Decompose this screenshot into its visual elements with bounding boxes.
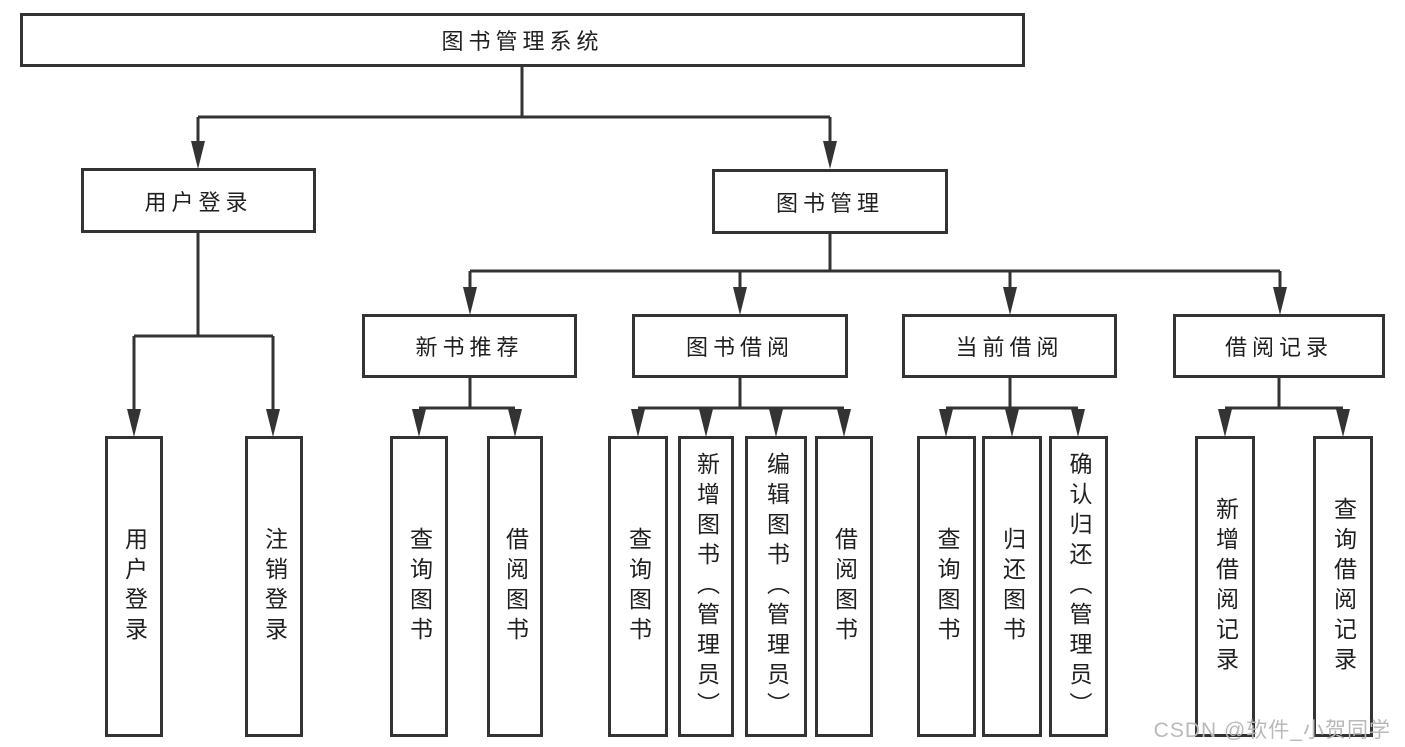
node-root-label: 图书管理系统 <box>441 29 604 54</box>
node-new-book-recommend-label: 新书推荐 <box>415 335 524 360</box>
leaf-records-query-label: 查询借阅记录 <box>1330 496 1357 677</box>
node-root: 图书管理系统 <box>20 13 1025 67</box>
node-current-borrow: 当前借阅 <box>902 314 1117 378</box>
leaf-logout: 注销登录 <box>245 436 303 737</box>
node-book-management-label: 图书管理 <box>775 190 884 216</box>
node-new-book-recommend: 新书推荐 <box>362 314 577 378</box>
node-book-borrow: 图书借阅 <box>632 314 848 378</box>
leaf-user-login: 用户登录 <box>105 436 163 737</box>
leaf-borrow-borrow-book-label: 借阅图书 <box>831 526 858 647</box>
leaf-current-confirm-return-label: 确认归还（管理员） <box>1066 451 1092 722</box>
leaf-newbook-query-label: 查询图书 <box>406 526 433 647</box>
leaf-records-add-label: 新增借阅记录 <box>1212 496 1239 677</box>
node-current-borrow-label: 当前借阅 <box>955 335 1064 360</box>
leaf-current-query-label: 查询图书 <box>934 526 960 647</box>
csdn-watermark: CSDN @软件_小贺同学 <box>1153 719 1391 742</box>
node-book-borrow-label: 图书借阅 <box>685 335 794 360</box>
leaf-newbook-query: 查询图书 <box>390 436 448 737</box>
leaf-current-return-label: 归还图书 <box>999 526 1026 647</box>
leaf-borrow-add-book: 新增图书（管理员） <box>678 436 734 737</box>
leaf-user-login-label: 用户登录 <box>121 526 148 647</box>
leaf-current-query: 查询图书 <box>917 436 976 737</box>
leaf-records-query: 查询借阅记录 <box>1313 436 1373 737</box>
leaf-newbook-borrow: 借阅图书 <box>487 436 543 737</box>
leaf-borrow-query-label: 查询图书 <box>625 526 652 647</box>
node-book-management: 图书管理 <box>712 169 948 234</box>
leaf-borrow-edit-book-label: 编辑图书（管理员） <box>763 451 790 722</box>
leaf-logout-label: 注销登录 <box>261 526 288 647</box>
node-user-login: 用户登录 <box>81 168 316 233</box>
node-borrow-records-label: 借阅记录 <box>1224 335 1333 360</box>
leaf-current-return: 归还图书 <box>982 436 1042 737</box>
leaf-borrow-edit-book: 编辑图书（管理员） <box>745 436 807 737</box>
leaf-current-confirm-return: 确认归还（管理员） <box>1049 436 1108 737</box>
leaf-borrow-add-book-label: 新增图书（管理员） <box>693 451 720 722</box>
leaf-borrow-borrow-book: 借阅图书 <box>815 436 873 737</box>
node-borrow-records: 借阅记录 <box>1173 314 1385 378</box>
leaf-records-add: 新增借阅记录 <box>1195 436 1255 737</box>
node-user-login-label: 用户登录 <box>144 189 253 215</box>
leaf-newbook-borrow-label: 借阅图书 <box>502 526 529 647</box>
leaf-borrow-query: 查询图书 <box>608 436 668 737</box>
